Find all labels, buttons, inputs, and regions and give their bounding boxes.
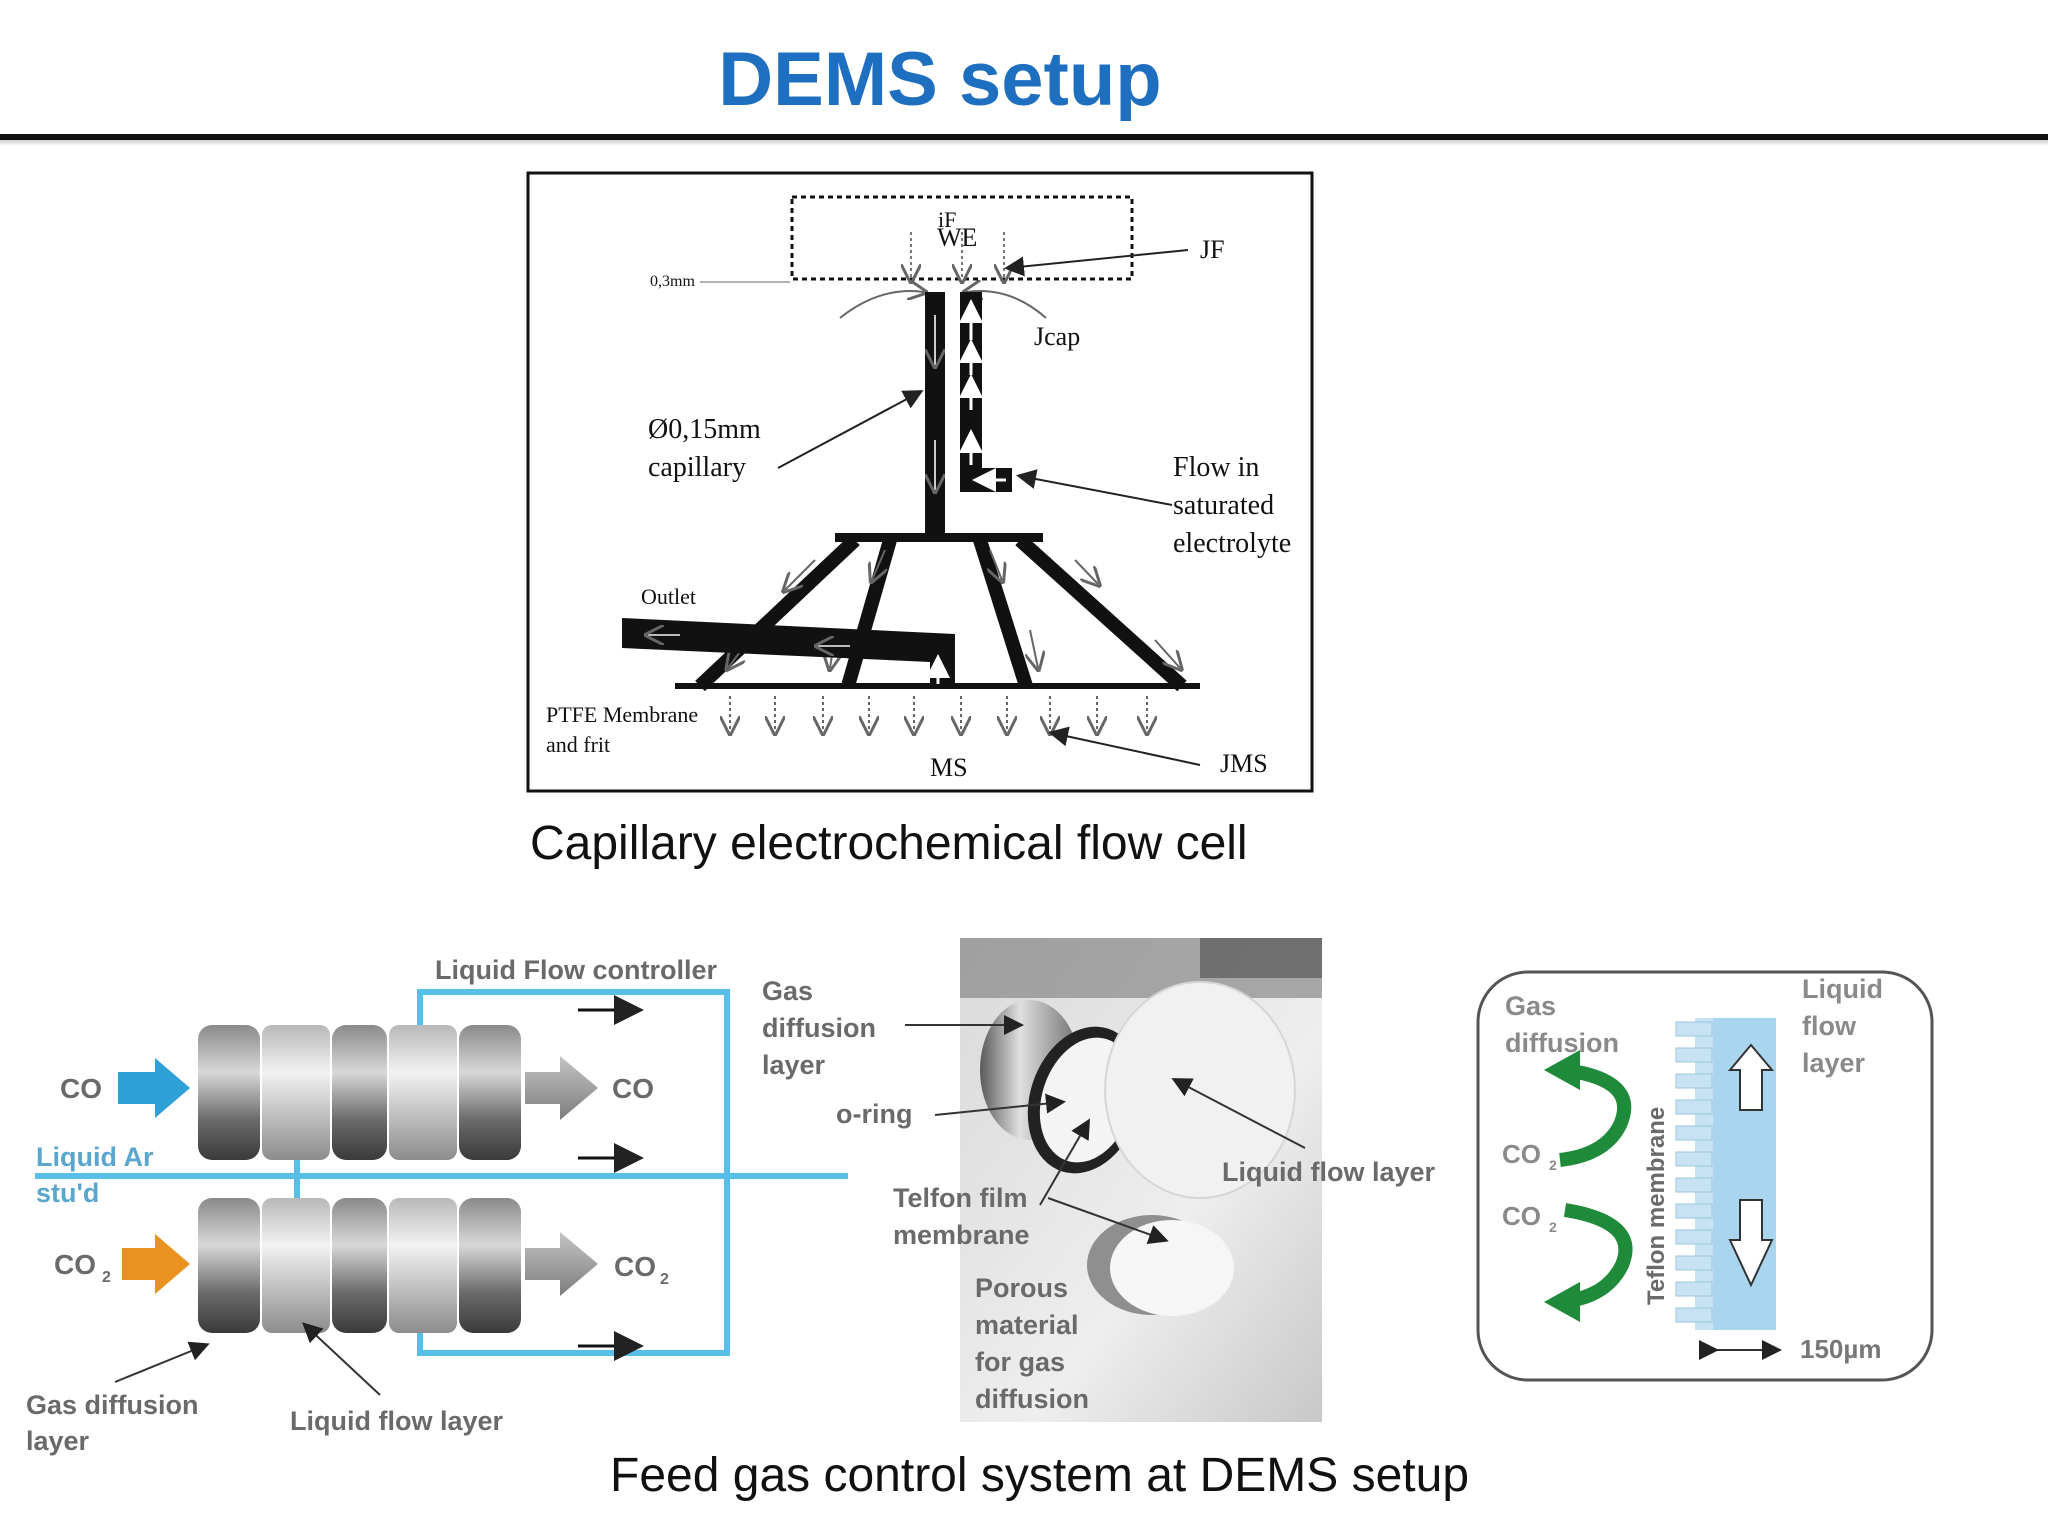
schematic-co2-bottom-label: CO <box>1502 1201 1541 1231</box>
co-cell-stack <box>198 1025 521 1160</box>
co-outlet-arrow <box>525 1056 598 1120</box>
liquid-flow-layer-label: Liquid flow layer <box>290 1406 504 1436</box>
schematic-gas-diffusion-line2: diffusion <box>1505 1028 1619 1058</box>
we-label: WE <box>937 223 977 252</box>
photo-gas-diffusion-line3: layer <box>762 1050 826 1080</box>
photo-porous-line2: material <box>975 1310 1079 1340</box>
flow-label-line3: electrolyte <box>1173 528 1291 559</box>
if-label: iF <box>938 207 956 232</box>
ms-label: MS <box>930 753 968 782</box>
schematic-liquid-line3: layer <box>1802 1048 1866 1078</box>
schematic-co2-top-label: CO <box>1502 1139 1541 1169</box>
photo-telfon-line2: membrane <box>893 1220 1030 1250</box>
title-divider <box>0 134 2048 140</box>
co2-out-label: CO <box>614 1251 656 1282</box>
co2-outlet-arrow <box>525 1232 598 1296</box>
photo-liquid-flow-layer-label: Liquid flow layer <box>1222 1157 1436 1187</box>
co2-cell-stack <box>198 1198 521 1333</box>
slide-title: DEMS setup <box>718 37 1162 122</box>
cell-photo: Gas diffusion layer o-ring Telfon film m… <box>762 938 1436 1422</box>
liquid-up-arrow <box>1727 1043 1775 1111</box>
title-divider-shadow <box>0 140 2048 146</box>
jms-label: JMS <box>1220 749 1268 778</box>
ptfe-label-line2: and frit <box>546 732 610 757</box>
teflon-disc <box>1104 981 1296 1199</box>
co2-out-arrow <box>1559 1063 1632 1167</box>
liquid-flow-controller-label: Liquid Flow controller <box>435 955 717 985</box>
jcap-label: Jcap <box>1034 322 1080 351</box>
scale-label: 150µm <box>1800 1334 1881 1364</box>
photo-gas-diffusion-line2: diffusion <box>762 1013 876 1043</box>
co2-inlet-arrow <box>122 1234 190 1294</box>
capillary-label-line1: Ø0,15mm <box>648 414 761 445</box>
flow-label-line2: saturated <box>1173 490 1274 521</box>
membrane-schematic: Gas diffusion Liquid flow layer Teflon m… <box>1476 970 1934 1382</box>
outlet-channel <box>622 618 955 688</box>
co-inlet-arrow <box>118 1058 190 1118</box>
jf-label: JF <box>1200 235 1225 264</box>
svg-text:2: 2 <box>660 1271 669 1288</box>
liquid-down-arrow <box>1728 1199 1774 1288</box>
co-out-label: CO <box>612 1073 654 1104</box>
caption-feed-gas-system: Feed gas control system at DEMS setup <box>610 1449 1470 1502</box>
co-in-label: CO <box>60 1073 102 1104</box>
schematic-liquid-line2: flow <box>1802 1011 1857 1041</box>
liquid-ar-label-line2: stu'd <box>36 1178 99 1208</box>
schematic-gas-diffusion-line1: Gas <box>1505 991 1556 1021</box>
capillary-label-line2: capillary <box>648 452 746 483</box>
co2-in-arrow <box>1559 1203 1633 1309</box>
capillary-cell-diagram: WE iF JF 0,3mm Jcap Ø0,15mm capillary Fl… <box>526 171 1314 793</box>
photo-o-ring-label: o-ring <box>836 1099 912 1129</box>
feed-gas-system-diagram: Liquid Flow controller CO CO <box>26 955 848 1456</box>
caption-capillary-cell: Capillary electrochemical flow cell <box>530 817 1248 870</box>
liquid-ar-label-line1: Liquid Ar <box>36 1142 154 1172</box>
co2-in-label: CO <box>54 1249 96 1280</box>
working-electrode-box <box>790 195 1134 281</box>
liquid-tube-loop <box>417 989 730 1356</box>
gas-diffusion-layer-label-line2: layer <box>26 1426 90 1456</box>
outlet-label: Outlet <box>641 584 696 609</box>
photo-gas-diffusion-line1: Gas <box>762 976 813 1006</box>
photo-porous-line3: for gas <box>975 1347 1065 1377</box>
photo-porous-line4: diffusion <box>975 1384 1089 1414</box>
photo-telfon-line1: Telfon film <box>893 1183 1028 1213</box>
gas-diffusion-layer-label-line1: Gas diffusion <box>26 1390 199 1420</box>
photo-porous-line1: Porous <box>975 1273 1068 1303</box>
flow-label-line1: Flow in <box>1173 452 1259 483</box>
teflon-membrane-label: Teflon membrane <box>1643 1107 1670 1305</box>
schematic-liquid-line1: Liquid <box>1802 974 1883 1004</box>
svg-text:2: 2 <box>1549 1157 1557 1173</box>
ptfe-label-line1: PTFE Membrane <box>546 702 698 727</box>
gap-label: 0,3mm <box>650 273 695 290</box>
porous-disc <box>1110 1220 1234 1316</box>
membrane-teeth <box>1675 1021 1713 1323</box>
svg-text:2: 2 <box>1549 1219 1557 1235</box>
svg-text:2: 2 <box>102 1269 111 1286</box>
